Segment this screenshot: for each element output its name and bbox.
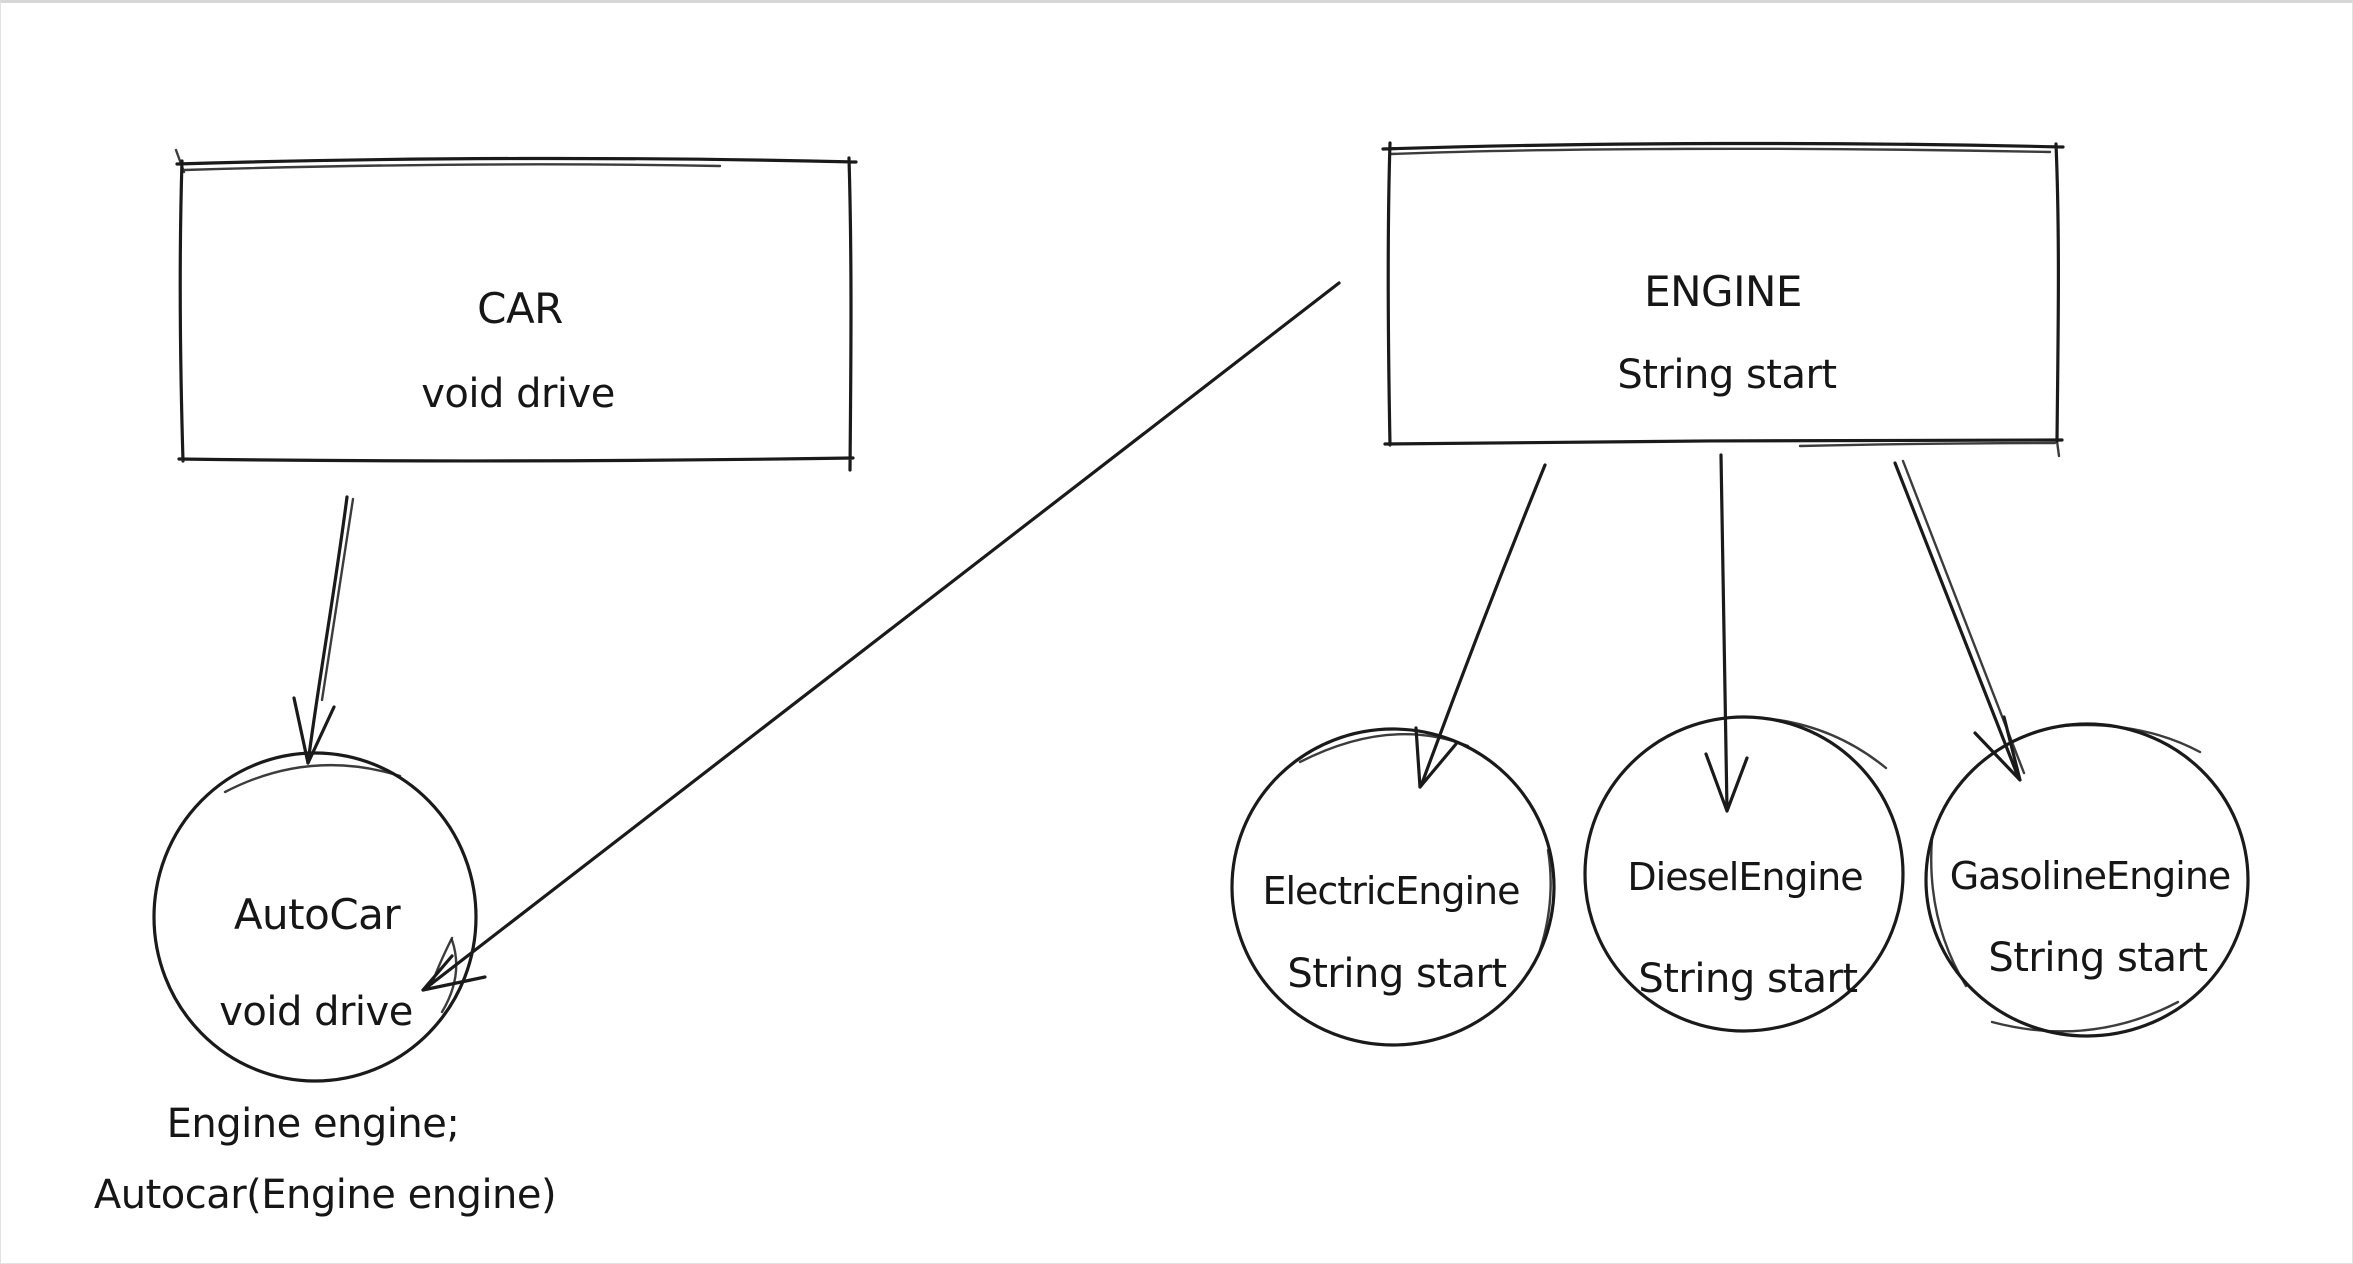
gasoline-method: String start [1988,935,2207,981]
arrow-sketch-stroke [320,497,355,702]
electric-circle-sketch-stroke [1298,733,1552,952]
arrow-head [1704,752,1749,813]
arrow-head [292,696,336,765]
car-title: CAR [477,284,563,333]
arrow-sketch-stroke [430,936,454,986]
autocar-method: void drive [219,989,413,1035]
car-box-sketch-stroke [174,148,722,174]
gasoline-circle-sketch-stroke [1930,723,2202,1033]
diesel-circle-outline [1583,715,1905,1033]
arrow-engine-to-gasoline [1893,459,2026,782]
diesel-title: DieselEngine [1627,855,1862,899]
diesel-method: String start [1638,956,1857,1002]
autocar-title: AutoCar [234,890,402,939]
diesel-circle-sketch-stroke [1760,716,1888,770]
electric-method: String start [1287,951,1506,997]
arrow-shaft [306,495,349,765]
arrow-head [421,954,487,992]
autocar-field-note: Engine engine; [167,1101,460,1147]
autocar-constructor-note: Autocar(Engine engine) [94,1172,556,1218]
engine-class-node: ENGINE String start [1381,141,2065,458]
car-method: void drive [421,371,615,417]
diesel-engine-node: DieselEngine String start [1583,715,1905,1033]
car-box-outline [175,156,858,472]
arrow-engine-to-diesel [1704,453,1749,813]
electric-circle-outline [1230,727,1556,1047]
arrow-head [1973,715,2022,782]
autocar-node: AutoCar void drive Engine engine; Autoca… [94,751,557,1218]
engine-method: String start [1617,352,1836,398]
arrow-head [1414,726,1458,789]
electric-title: ElectricEngine [1262,869,1519,913]
car-class-node: CAR void drive [174,148,858,472]
arrow-engine-to-autocar [421,281,1341,992]
engine-box-sketch-stroke [1389,147,2061,458]
autocar-circle-outline [152,751,478,1083]
arrow-shaft [424,281,1341,990]
arrow-shaft [1719,453,1729,812]
engine-title: ENGINE [1644,267,1802,316]
gasoline-engine-node: GasolineEngine String start [1924,722,2250,1038]
arrow-engine-to-electric [1414,463,1547,789]
electric-engine-node: ElectricEngine String start [1230,727,1556,1047]
arrow-car-to-autocar [292,495,355,765]
autocar-circle-sketch-stroke [223,763,458,1014]
arrow-shaft [1419,463,1547,788]
engine-box-outline [1381,141,2065,447]
gasoline-title: GasolineEngine [1950,854,2231,898]
arrow-shaft [1893,461,2021,781]
